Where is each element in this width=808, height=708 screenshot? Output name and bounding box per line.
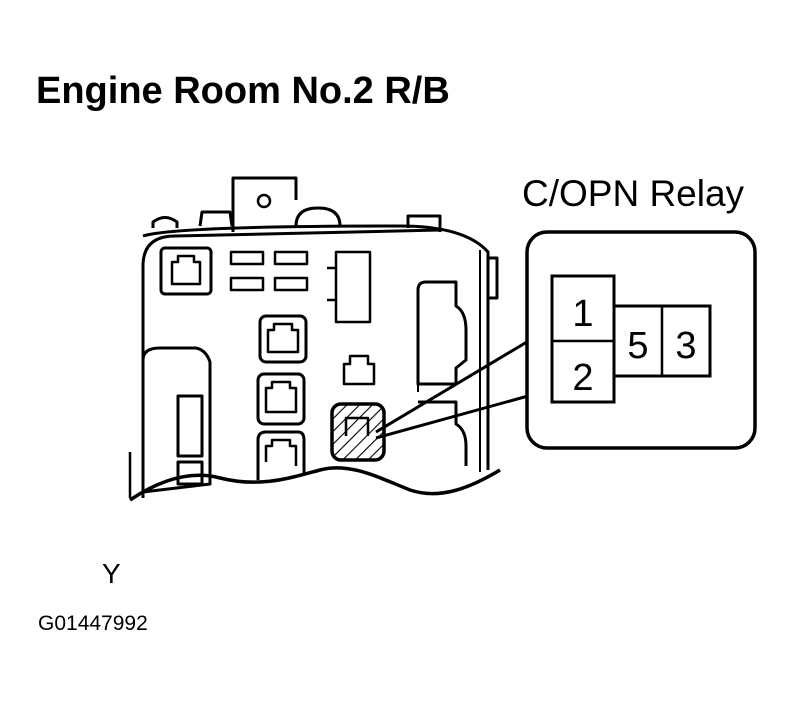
left-cover bbox=[141, 346, 212, 494]
left-cover-slot bbox=[176, 394, 204, 458]
leader-line-bottom bbox=[375, 394, 529, 440]
right-component bbox=[416, 280, 468, 386]
cutaway-edge bbox=[129, 466, 501, 502]
top-tab-3 bbox=[294, 206, 342, 227]
fuse-holder-tl bbox=[159, 246, 213, 296]
mini-fuse-1 bbox=[229, 250, 265, 266]
relay-pin-3: 3 bbox=[675, 325, 696, 367]
connector-mid-3 bbox=[256, 430, 306, 480]
relay-pin-2: 2 bbox=[572, 357, 593, 399]
left-cover-slot-lower bbox=[176, 460, 204, 486]
housing-top-edge bbox=[174, 228, 441, 238]
small-socket bbox=[342, 354, 376, 386]
housing-side-tab bbox=[488, 256, 499, 300]
marker-label: Y bbox=[102, 558, 121, 589]
mini-fuse-2 bbox=[273, 250, 309, 266]
relay-pin-5: 5 bbox=[627, 325, 648, 367]
top-tab-left bbox=[151, 216, 179, 228]
diagram-title: Engine Room No.2 R/B bbox=[36, 70, 450, 112]
top-tab-main bbox=[231, 176, 298, 232]
relay-pin-1: 1 bbox=[572, 293, 593, 335]
mini-fuse-3 bbox=[229, 276, 265, 292]
mini-fuse-4 bbox=[273, 276, 309, 292]
tab-hole bbox=[256, 193, 272, 209]
top-tab-2 bbox=[198, 210, 234, 227]
relay-pin-1-2-body bbox=[550, 274, 616, 404]
right-component-lower bbox=[418, 400, 468, 466]
connector-mid-2 bbox=[256, 372, 306, 426]
figure-id: G01447992 bbox=[38, 612, 148, 635]
top-tab-4 bbox=[406, 214, 442, 232]
relay-label: C/OPN Relay bbox=[522, 173, 745, 214]
housing-outline bbox=[141, 224, 490, 498]
leader-line-top bbox=[375, 331, 543, 434]
connector-mid-1 bbox=[258, 314, 308, 364]
relay-block-tall bbox=[334, 250, 372, 324]
